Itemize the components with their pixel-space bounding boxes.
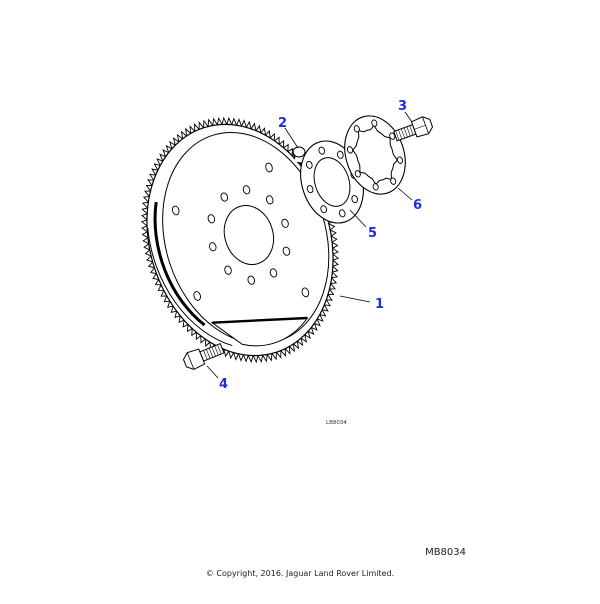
diagram-code: MB8034 xyxy=(425,547,466,558)
leader-5 xyxy=(349,209,367,228)
callout-labels: 1 2 3 4 5 6 xyxy=(219,99,422,392)
copyright-notice: © Copyright, 2016. Jaguar Land Rover Lim… xyxy=(205,569,395,578)
drawing-ref: LB8034 xyxy=(326,420,347,426)
flywheel-bolt-holes xyxy=(171,162,310,301)
bolt-upper xyxy=(393,116,434,142)
callout-1: 1 xyxy=(375,297,384,312)
callout-5: 5 xyxy=(368,226,377,241)
leader-3 xyxy=(404,111,413,123)
clamp-plate xyxy=(344,115,406,195)
centre-bore xyxy=(223,205,275,265)
callout-2: 2 xyxy=(278,116,287,131)
callout-6: 6 xyxy=(413,198,422,213)
leader-1 xyxy=(339,295,371,303)
cutaway-edge xyxy=(212,316,308,324)
leader-4 xyxy=(206,365,219,379)
leader-6 xyxy=(397,187,413,201)
callout-4: 4 xyxy=(219,377,228,392)
flywheel-cutaway xyxy=(210,317,309,347)
flywheel xyxy=(140,116,340,364)
leader-lines xyxy=(206,111,413,379)
callout-3: 3 xyxy=(398,99,407,114)
flywheel-face-shadow-edge xyxy=(153,201,206,327)
leader-2 xyxy=(284,127,299,149)
rim-thickness-edge xyxy=(147,227,233,347)
bolt-lower xyxy=(182,342,225,370)
